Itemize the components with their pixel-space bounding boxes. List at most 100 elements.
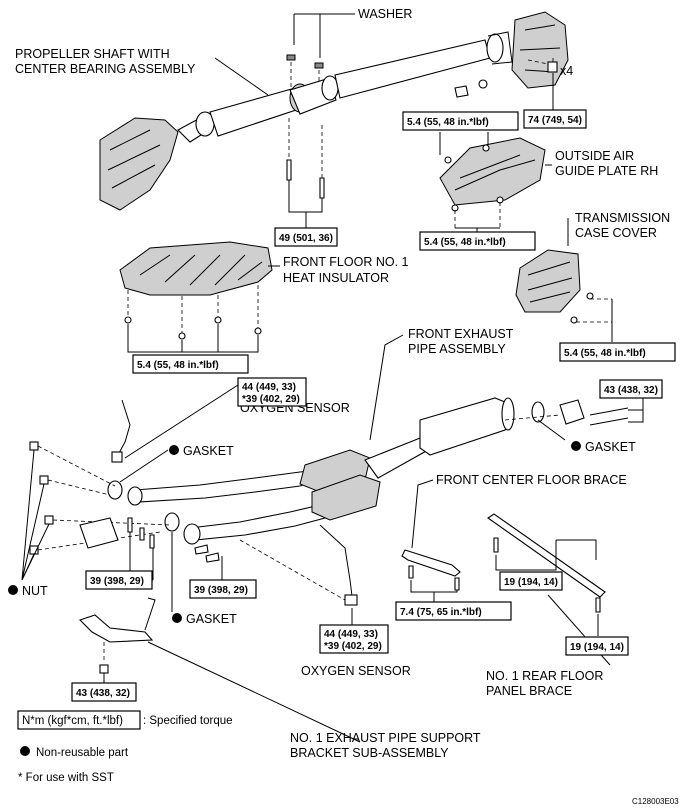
lower-pipe [189, 504, 326, 541]
heat-bolt-3 [214, 316, 222, 324]
washer-leader [293, 13, 355, 45]
bolt-49-leader [288, 180, 323, 228]
nut-1 [29, 441, 39, 451]
center-brace-bolts [408, 565, 460, 591]
torque-19-top: 19 (194, 14) [504, 577, 558, 588]
case-cover-ribs [527, 261, 573, 303]
nuts-left [21, 441, 171, 581]
guide-plate-body [439, 137, 546, 206]
bolts-middle [194, 544, 220, 563]
torque-39-left: 39 (398, 29) [90, 576, 144, 587]
propeller-leader [214, 57, 269, 96]
rear-floor-panel-brace [487, 513, 606, 613]
guide-top-leader [439, 132, 489, 155]
guide-bolt-1 [444, 156, 452, 164]
torque-box-o2-top [237, 377, 307, 407]
torque-o2-bot-1: 44 (449, 33) [324, 629, 378, 640]
torque-o2-top-2: *39 (402, 29) [242, 394, 300, 405]
torque-box-19-top [499, 571, 563, 591]
guide-bottom-leader [455, 227, 500, 232]
t74-brace-leader [410, 580, 458, 602]
torque-o2-bot-2: *39 (402, 29) [324, 641, 382, 652]
torque-43-right: 43 (438, 32) [604, 385, 658, 396]
label-gasket-2: GASKET [585, 440, 636, 454]
propeller-shaft [99, 11, 569, 211]
heat-torque-leader [127, 324, 259, 353]
nonreusable-dot-gasket-3 [172, 613, 182, 623]
label-washer: WASHER [358, 7, 412, 21]
torque-box-54-trans [559, 342, 676, 362]
nut-2 [39, 475, 49, 485]
washer-1 [286, 54, 296, 61]
nonreusable-dot-gasket-1 [169, 445, 179, 455]
rear-brace-body [487, 513, 606, 598]
washer-dash [290, 62, 320, 90]
oxygen-sensor-bottom-dash [239, 539, 346, 601]
flange-nut [547, 61, 558, 73]
label-code: C128003E03 [632, 797, 679, 806]
flange-washer [478, 79, 488, 89]
label-nut: NUT [22, 584, 48, 598]
nut-dash [527, 58, 554, 65]
legend-nonreusable-dot [20, 746, 30, 756]
heat-insulator-body [119, 241, 273, 296]
torque-box-54-heat [132, 354, 249, 374]
pipe-stub [79, 517, 119, 549]
flange-dash [504, 414, 561, 421]
torque-box-o2-bottom [319, 624, 389, 654]
oxygen-sensor-bottom [344, 594, 358, 606]
torque-o2-top-1: 44 (449, 33) [242, 382, 296, 393]
torque-box-43-right [599, 379, 663, 399]
label-support-2: BRACKET SUB-ASSEMBLY [290, 746, 449, 760]
legend-torque-box [17, 710, 141, 730]
t19-top-leader [495, 539, 597, 571]
label-x4: x4 [560, 64, 573, 78]
torque-box-54-top [402, 111, 519, 131]
label-front-center-brace: FRONT CENTER FLOOR BRACE [436, 473, 627, 487]
oxygen-sensor-bottom-wire [319, 524, 353, 597]
guide-bottom-dash [454, 202, 501, 228]
rear-yoke [487, 31, 513, 65]
support-nut [99, 664, 109, 674]
torque-box-74-brace [395, 601, 512, 621]
catalytic-converter-2 [311, 474, 381, 521]
washer-2 [314, 62, 324, 69]
center-brace-leader [411, 479, 434, 549]
torque-49: 49 (501, 36) [279, 233, 333, 244]
transmission-housing [99, 117, 179, 211]
label-propeller-2: CENTER BEARING ASSEMBLY [15, 62, 196, 76]
support-bracket [78, 614, 154, 643]
label-support-1: NO. 1 EXHAUST PIPE SUPPORT [290, 731, 481, 745]
flange-bolt [454, 85, 469, 98]
heat-bolt-4 [254, 327, 262, 335]
rear-flange [486, 33, 504, 63]
torque-74-brace: 7.4 (75, 65 in.*lbf) [400, 607, 482, 618]
support-bracket-leader [147, 641, 361, 743]
torque-74: 74 (749, 54) [528, 115, 582, 126]
label-outside-air-2: GUIDE PLATE RH [555, 164, 658, 178]
center-brace-body [401, 549, 461, 577]
front-shaft-tube [209, 87, 303, 137]
nonreusable-dot-nut [8, 585, 18, 595]
bolt-dash [288, 118, 323, 178]
front-muffler [419, 397, 513, 456]
rear-brace-bolts [493, 537, 601, 613]
torque-39-mid: 39 (398, 29) [194, 585, 248, 596]
front-floor-heat-insulator [119, 241, 273, 296]
guide-bolt-2 [482, 144, 490, 152]
legend-torque-key: N*m (kgf*cm, ft.*lbf) [22, 715, 123, 727]
center-bearing-bolts [286, 159, 325, 199]
nut-leaders [21, 449, 50, 581]
case-cover-dash [576, 298, 612, 323]
case-cover-bolt-1 [586, 292, 594, 300]
legend-sst: * For use with SST [18, 772, 114, 784]
t43-right-leader [628, 398, 644, 423]
upper-pipe [134, 469, 321, 503]
label-front-exhaust-1: FRONT EXHAUST [408, 327, 514, 341]
nut-dash [37, 445, 171, 551]
outside-air-guide-plate [439, 137, 546, 212]
gasket-top-leader [119, 449, 169, 483]
torque-box-54-guide [419, 231, 536, 251]
gasket-mid [164, 512, 180, 532]
